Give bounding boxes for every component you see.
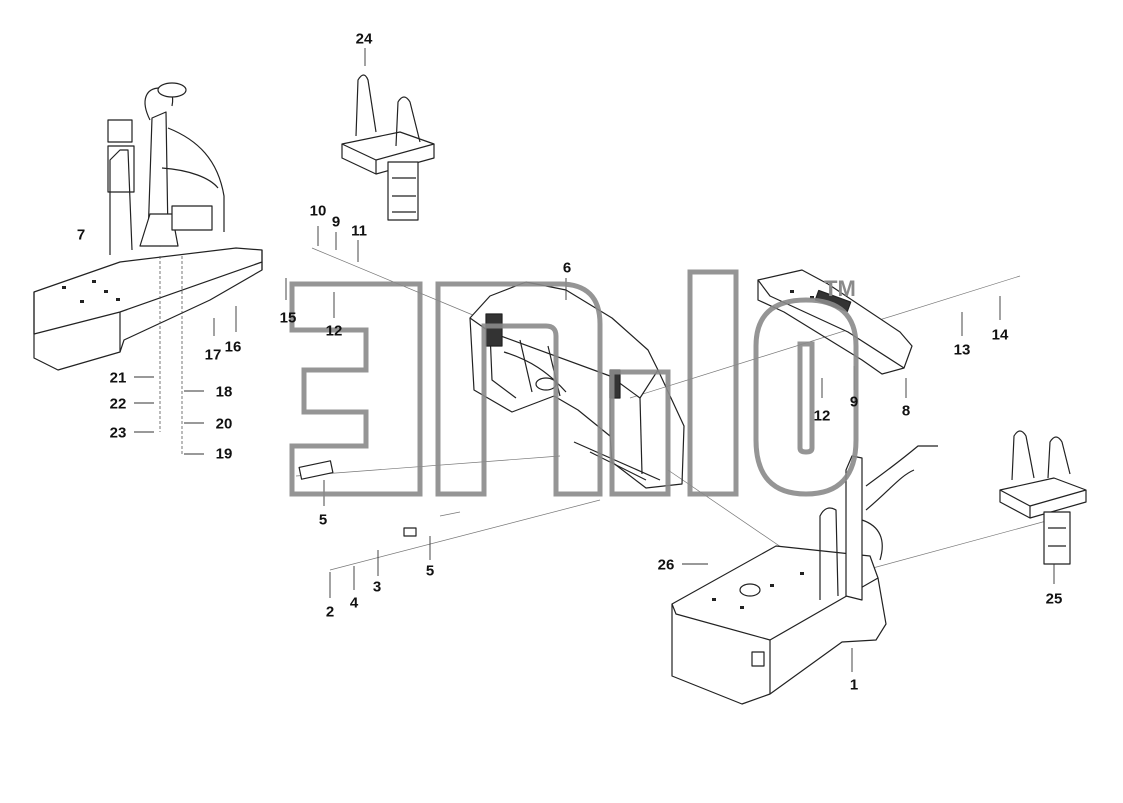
- callout-14: 14: [991, 326, 1009, 344]
- right-ladder-assembly: [999, 430, 1087, 584]
- callout-16: 16: [224, 338, 242, 356]
- cab-hood-assembly: [469, 278, 685, 489]
- callout-7: 7: [76, 226, 86, 244]
- callout-23: 23: [109, 424, 127, 442]
- callout-13: 13: [953, 341, 971, 359]
- callout-9: 9: [331, 213, 341, 231]
- callout-6: 6: [562, 259, 572, 277]
- callout-8: 8: [901, 402, 911, 420]
- callout-17: 17: [204, 346, 222, 364]
- callout-11: 11: [351, 222, 367, 240]
- callout-1: 1: [849, 676, 859, 694]
- rear-fender-panel: [757, 269, 913, 398]
- callout-15: 15: [279, 309, 297, 327]
- trademark-mark: TM: [824, 276, 856, 301]
- callout-12: 12: [813, 407, 831, 425]
- callout-18: 18: [215, 383, 233, 401]
- watermark-logo: [289, 269, 859, 497]
- callout-4: 4: [349, 594, 359, 612]
- callout-24: 24: [355, 30, 373, 48]
- callout-5: 5: [318, 511, 328, 529]
- callout-25: 25: [1045, 590, 1063, 608]
- callout-3: 3: [372, 578, 382, 596]
- right-platform-assembly: [671, 445, 938, 705]
- callout-10: 10: [309, 202, 327, 220]
- callout-2: 2: [325, 603, 335, 621]
- callout-5: 5: [425, 562, 435, 580]
- callout-12: 12: [325, 322, 343, 340]
- left-platform-assembly: [33, 82, 263, 371]
- callout-9: 9: [849, 393, 859, 411]
- callout-26: 26: [657, 556, 675, 574]
- callout-21: 21: [109, 369, 127, 387]
- callout-19: 19: [215, 445, 233, 463]
- callout-20: 20: [215, 415, 233, 433]
- callout-22: 22: [109, 395, 127, 413]
- top-ladder-assembly: [341, 48, 435, 221]
